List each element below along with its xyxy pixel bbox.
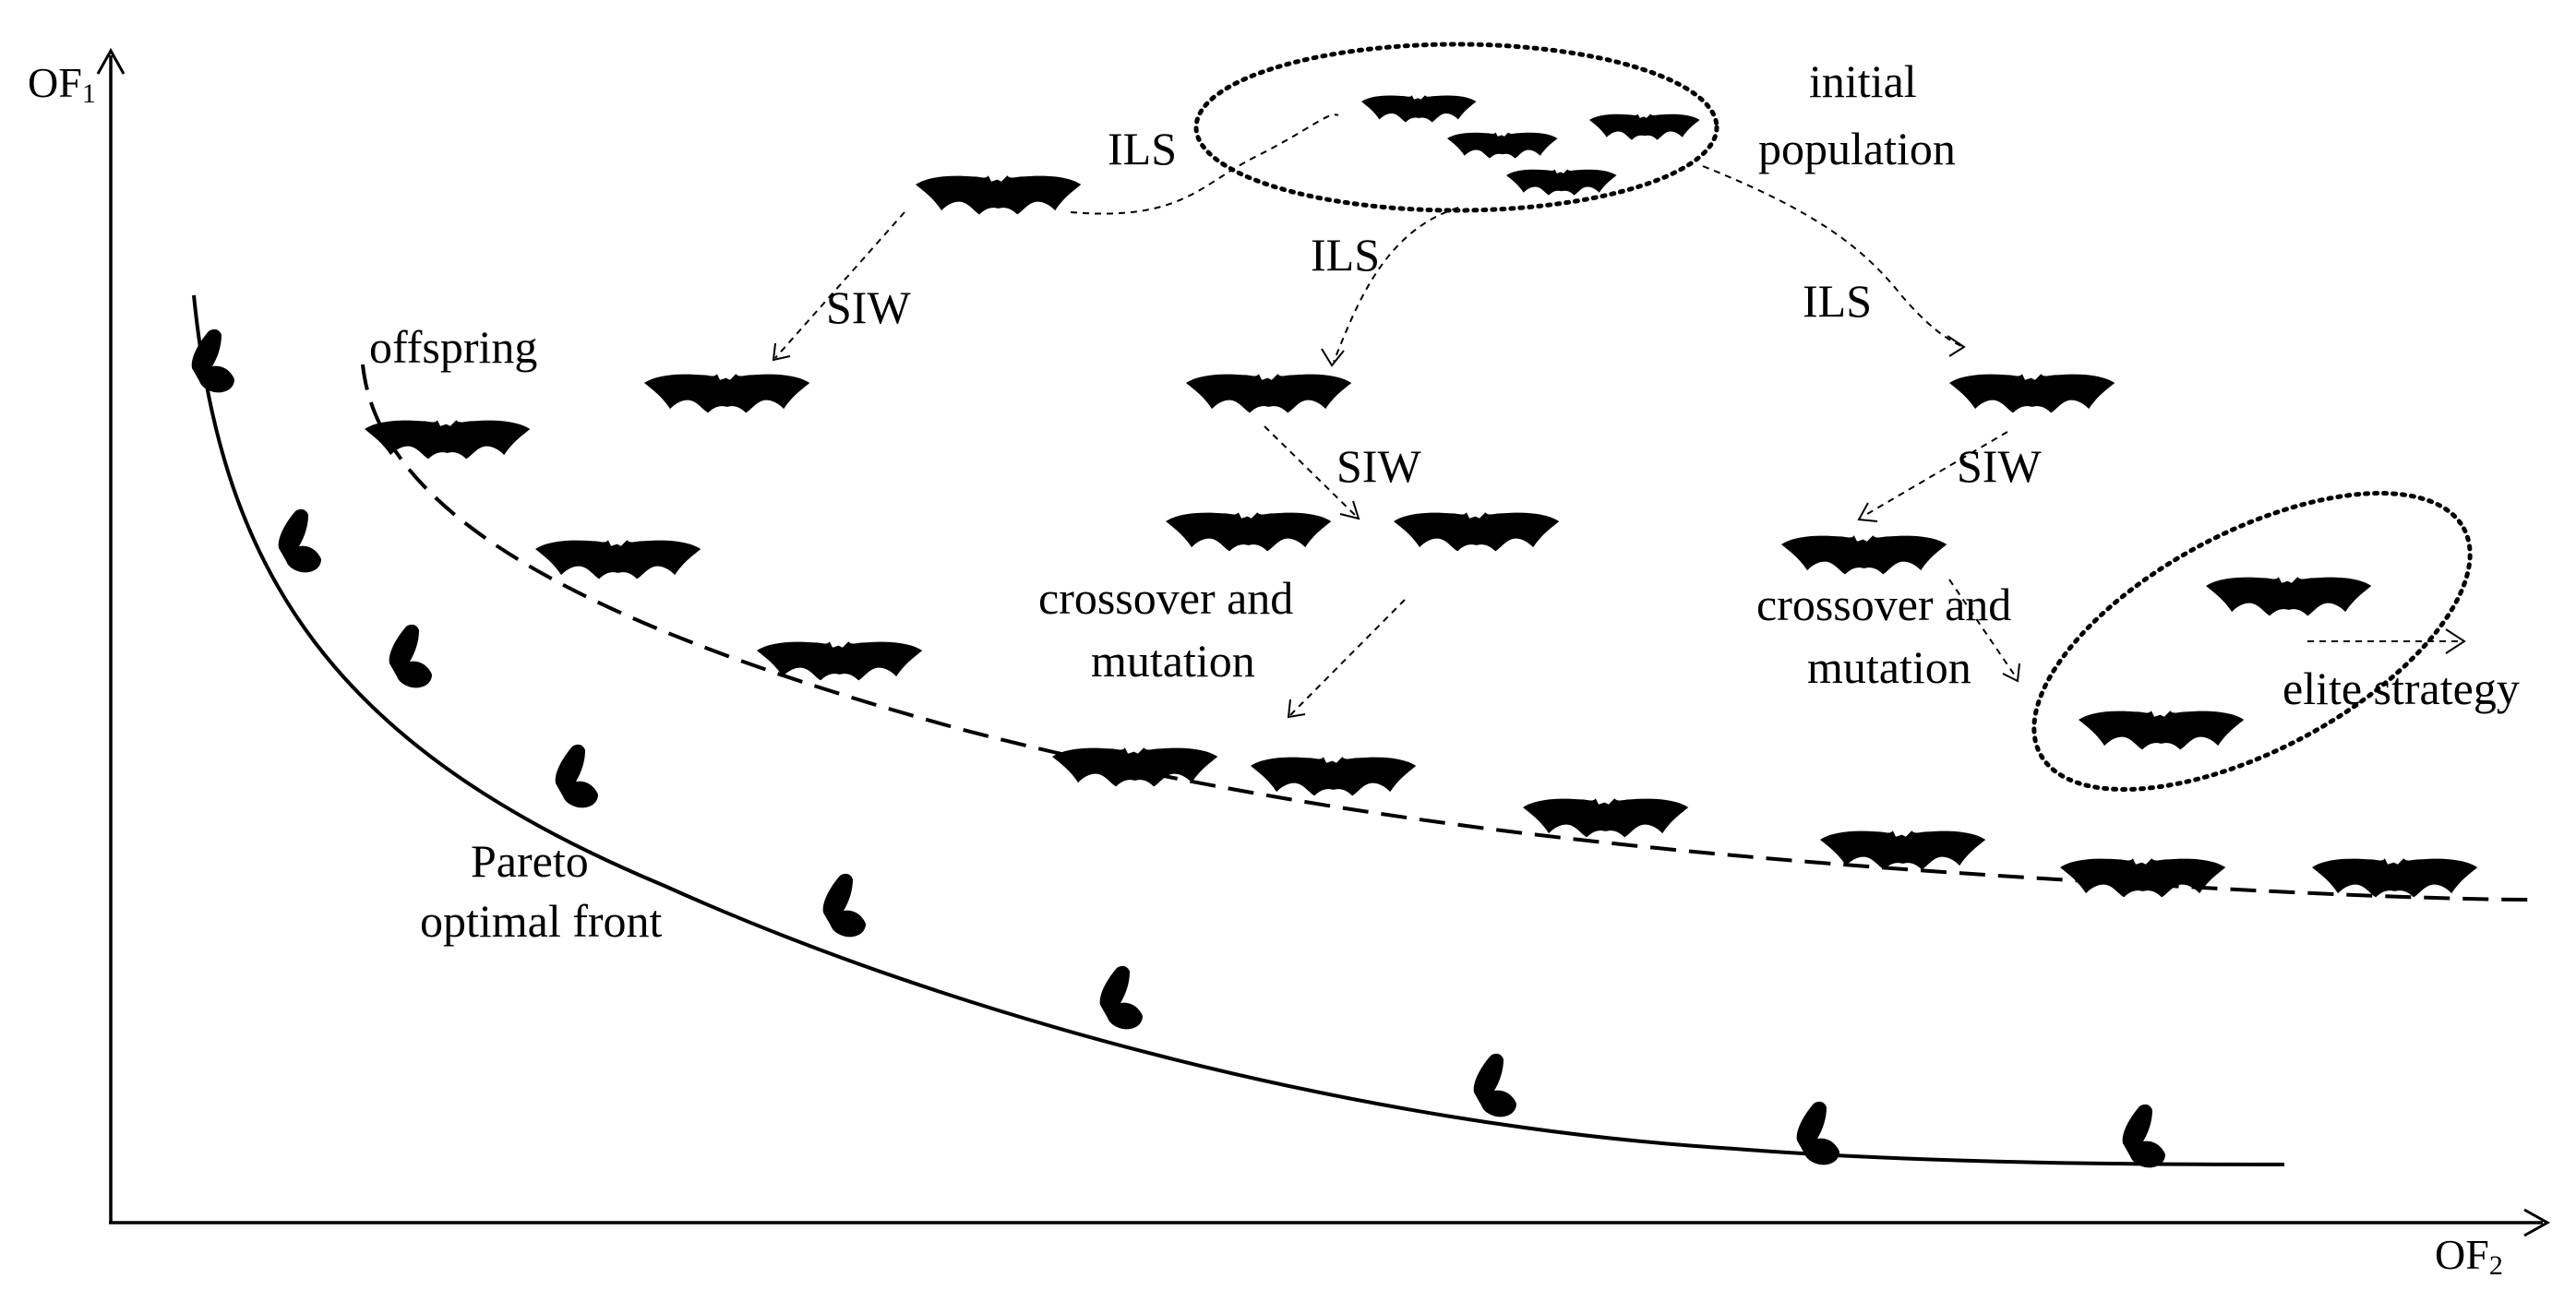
butterfly-icon (810, 873, 866, 938)
butterfly-icon (1087, 965, 1143, 1030)
bat-icon (2312, 858, 2478, 898)
pareto-front-label: optimal front (420, 895, 663, 947)
x-axis (109, 1208, 2551, 1237)
bat-icon (1589, 113, 1700, 140)
bat-icon (1251, 757, 1417, 796)
bat-icon (1052, 747, 1218, 787)
bat-icon (1949, 374, 2115, 413)
offspring-front-curve (361, 364, 2534, 902)
process-arrows (772, 113, 2466, 719)
elite-strategy-ellipse (2031, 491, 2473, 792)
bat-icon (2206, 577, 2372, 616)
bat-icon (916, 175, 1082, 215)
butterfly-icon (266, 508, 321, 573)
x-axis-label: OF2 (2435, 1231, 2503, 1281)
butterfly-icon (1784, 1101, 1839, 1165)
initial-population-label: population (1758, 123, 1956, 174)
crossover-mutation-label: mutation (1807, 641, 1971, 693)
bat-icon (1447, 132, 1558, 159)
pareto-front-curve (192, 294, 2285, 1166)
initial-population-ellipse (1193, 42, 1719, 213)
bat-icon (2060, 858, 2226, 898)
bat-icon (1394, 512, 1560, 552)
bat-icon (1361, 95, 1477, 123)
butterfly-icon (179, 328, 234, 393)
siw-label: SIW (826, 281, 911, 333)
bat-icon (2079, 711, 2245, 750)
bat-icon (1820, 830, 1986, 870)
elite-strategy-label: elite strategy (2282, 663, 2520, 714)
ils-label: ILS (1311, 229, 1380, 281)
butterfly-icon (377, 624, 432, 688)
y-axis-label: OF1 (28, 59, 96, 109)
bat-icon (644, 374, 810, 413)
ils-label: ILS (1108, 123, 1177, 174)
initial-population-label: initial (1809, 55, 1917, 107)
bat-icon (757, 641, 923, 681)
siw-label: SIW (1336, 440, 1421, 492)
butterfly-icon (543, 744, 598, 808)
siw-label: SIW (1957, 440, 2042, 492)
crossover-mutation-label: crossover and (1038, 572, 1293, 624)
butterfly-icon (1461, 1053, 1516, 1117)
bat-icon (535, 540, 701, 579)
bat-icon (1186, 374, 1352, 413)
bat-icon (1506, 169, 1617, 196)
crossover-mutation-label: crossover and (1756, 579, 2011, 630)
bat-icon (1166, 512, 1332, 552)
ils-label: ILS (1803, 275, 1872, 327)
offspring-label: offspring (369, 321, 537, 373)
pareto-front-label: Pareto (471, 835, 589, 887)
butterfly-icon (2110, 1104, 2165, 1168)
bat-icon (365, 420, 531, 460)
crossover-mutation-label: mutation (1091, 635, 1255, 687)
y-axis (96, 47, 126, 1223)
bat-icon (1523, 798, 1689, 838)
bat-icon (1781, 535, 1947, 575)
